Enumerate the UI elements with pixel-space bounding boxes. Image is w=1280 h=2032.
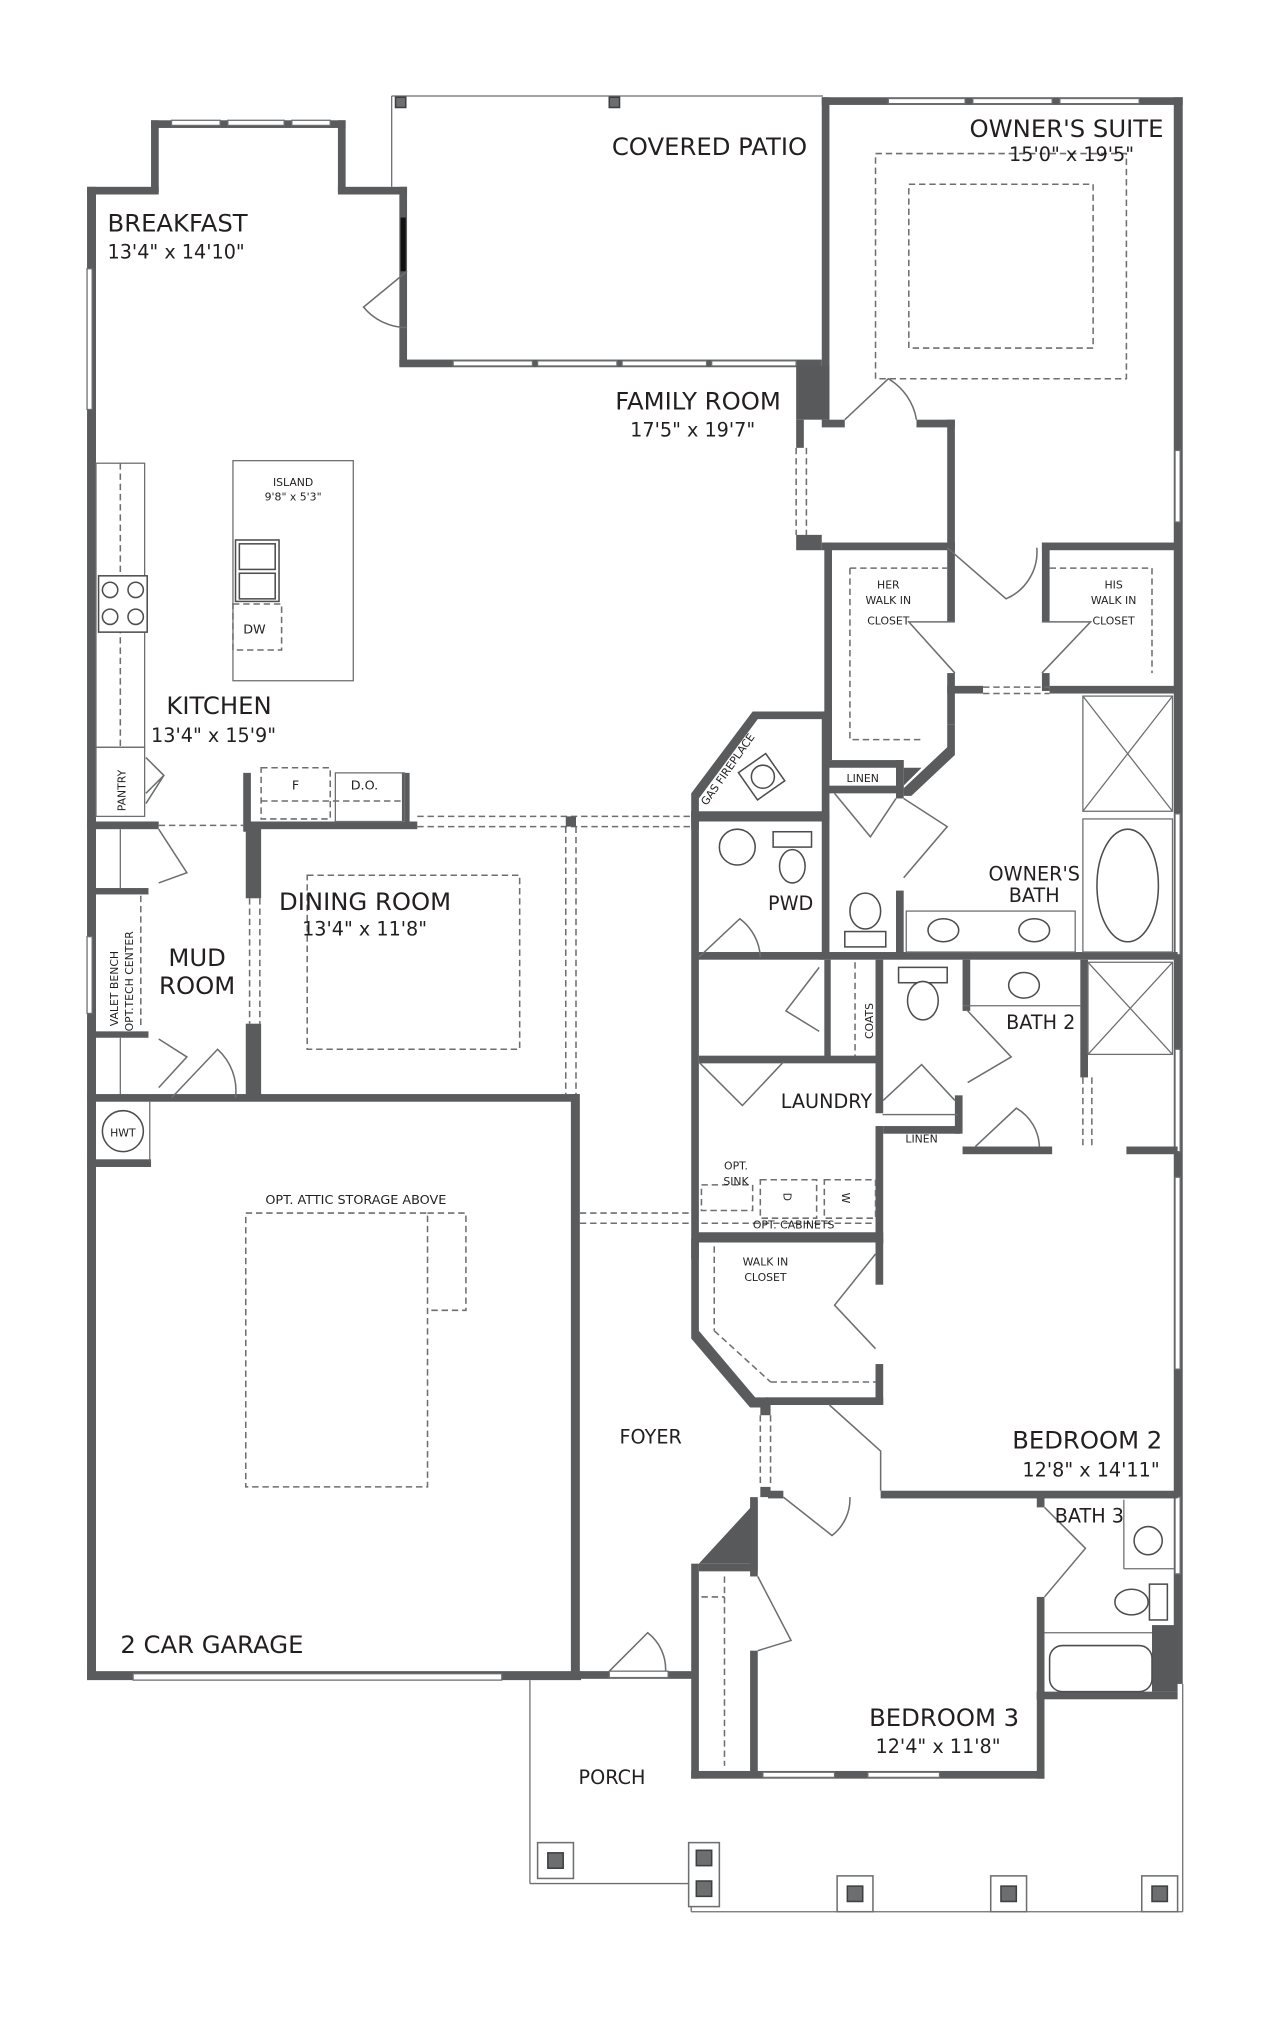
her-closet-label-3: CLOSET — [867, 614, 910, 627]
her-closet-label-1: HER — [877, 579, 900, 592]
opt-sink-label-2: SINK — [723, 1175, 749, 1188]
exterior-walls — [86, 97, 1183, 1779]
owners-bath-name-2: BATH — [1009, 884, 1060, 907]
tech-center-label: OPT.TECH CENTER — [123, 931, 136, 1032]
kitchen-name: KITCHEN — [166, 691, 271, 720]
family-room-dims: 17'5" x 19'7" — [630, 418, 755, 441]
his-closet-label-1: HIS — [1104, 579, 1122, 592]
owners-bath-name-1: OWNER'S — [989, 862, 1080, 885]
dining-room-dims: 13'4" x 11'8" — [302, 917, 427, 940]
his-closet-label-3: CLOSET — [1093, 614, 1136, 627]
tray-ceiling-inner — [908, 183, 1094, 349]
valet-bench-label: VALET BENCH — [108, 951, 121, 1026]
mud-room-name-2: ROOM — [159, 971, 235, 1000]
foyer-name: FOYER — [620, 1425, 682, 1448]
bedroom-2-name: BEDROOM 2 — [1012, 1426, 1162, 1455]
double-oven-label: D.O. — [351, 779, 379, 794]
kitchen-fixtures — [95, 460, 406, 823]
dining-table-outline — [306, 874, 521, 1051]
porch-columns — [536, 1841, 1179, 1913]
dining-room-name: DINING ROOM — [279, 887, 451, 916]
hwt-label: HWT — [110, 1126, 136, 1139]
laundry-name: LAUNDRY — [781, 1090, 873, 1113]
her-closet-shelf — [849, 568, 922, 741]
opt-sink-label-1: OPT. — [724, 1160, 748, 1173]
coats-label: COATS — [863, 1003, 876, 1039]
walkin-closet-label-1: WALK IN — [743, 1256, 789, 1269]
her-closet-label-2: WALK IN — [866, 594, 912, 607]
bedroom-2-dims: 12'8" x 14'11" — [1022, 1459, 1159, 1482]
pwd-name: PWD — [768, 892, 813, 915]
garage-name: 2 CAR GARAGE — [120, 1630, 303, 1659]
linen-lower-label: LINEN — [905, 1133, 937, 1146]
walkin-closet-label-2: CLOSET — [744, 1271, 787, 1284]
doors — [145, 270, 1093, 1672]
attic-outline — [244, 1212, 429, 1488]
owners-suite-name: OWNER'S SUITE — [970, 114, 1164, 143]
bath-3-name: BATH 3 — [1055, 1505, 1124, 1528]
dryer-label: D — [780, 1193, 793, 1201]
bath-2-name: BATH 2 — [1006, 1011, 1075, 1034]
owners-suite-dims: 15'0" x 19'5" — [1009, 143, 1134, 166]
attic-label: OPT. ATTIC STORAGE ABOVE — [265, 1193, 446, 1208]
fridge-label: F — [292, 779, 299, 794]
family-room-name: FAMILY ROOM — [615, 386, 780, 415]
covered-patio-name: COVERED PATIO — [612, 132, 807, 161]
island-label: ISLAND — [273, 476, 313, 489]
covered-patio-outline — [391, 95, 824, 187]
bedroom-3-name: BEDROOM 3 — [869, 1703, 1019, 1732]
dishwasher-label: DW — [243, 622, 266, 637]
interior-walls — [87, 419, 1184, 1913]
his-closet-label-2: WALK IN — [1091, 594, 1137, 607]
bedroom-3-dims: 12'4" x 11'8" — [876, 1735, 1001, 1758]
attic-outline-ext — [427, 1212, 467, 1312]
mud-room-name-1: MUD — [168, 943, 225, 972]
his-closet-shelf — [1049, 567, 1153, 674]
bath-fixtures — [101, 695, 1174, 1693]
pantry-label: PANTRY — [115, 769, 128, 811]
opt-cabinets-label: OPT. CABINETS — [753, 1218, 835, 1231]
breakfast-dims: 13'4" x 14'10" — [108, 240, 245, 263]
tray-ceiling-outer — [874, 152, 1128, 380]
room-labels: BREAKFAST 13'4" x 14'10" COVERED PATIO O… — [108, 114, 1164, 1789]
breakfast-name: BREAKFAST — [108, 209, 248, 238]
kitchen-dims: 13'4" x 15'9" — [151, 724, 276, 747]
island-dims: 9'8" x 5'3" — [265, 490, 322, 503]
porch-name: PORCH — [579, 1766, 646, 1789]
linen-upper-label: LINEN — [847, 772, 879, 785]
washer-label: W — [839, 1193, 852, 1204]
